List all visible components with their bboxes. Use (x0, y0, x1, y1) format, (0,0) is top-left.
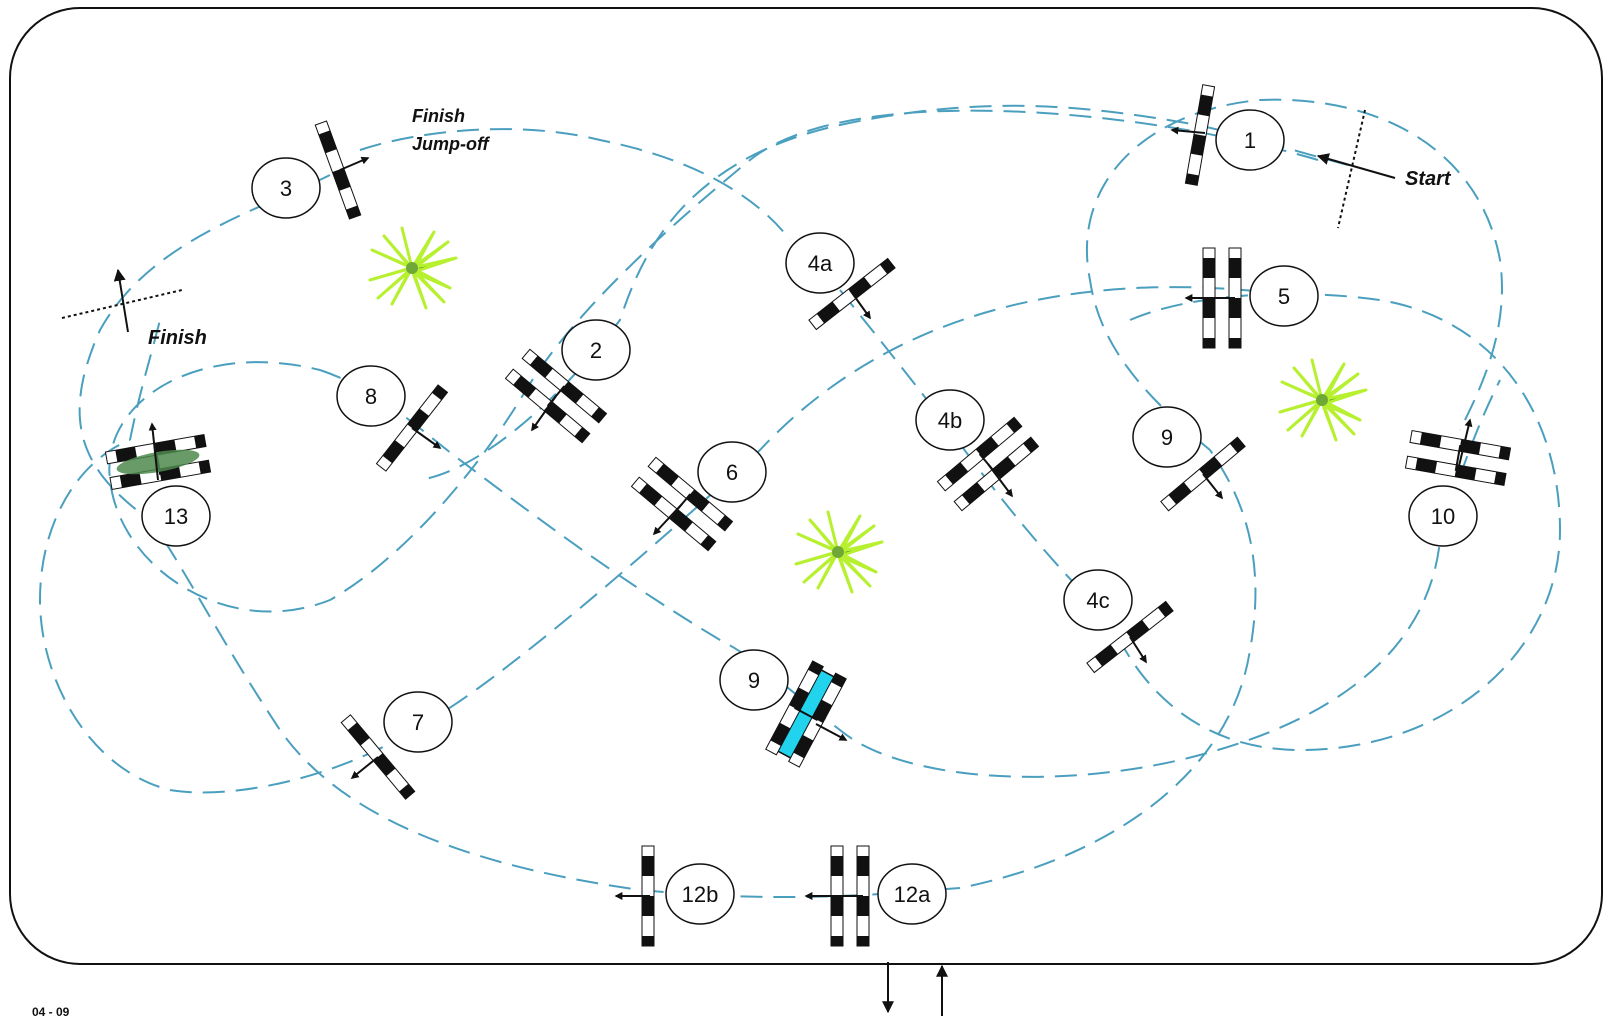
finish-line: Finish (61, 268, 207, 349)
finish-jumpoff-label: Finish Jump-off (412, 106, 491, 154)
svg-text:1: 1 (1244, 128, 1256, 153)
finish-label: Finish (148, 327, 207, 349)
start-line: Start (1316, 109, 1452, 229)
svg-text:8: 8 (365, 384, 377, 409)
obstacle-10: 9 9 10 (1404, 418, 1512, 547)
obstacle-3: 3 (251, 120, 370, 220)
svg-text:13: 13 (164, 504, 188, 529)
obstacle-10-number: 10 (1431, 504, 1455, 529)
obstacle-11: 9 (1132, 406, 1246, 512)
arena-border (9, 7, 1603, 965)
plant-icon (368, 226, 458, 310)
svg-text:4b: 4b (938, 408, 962, 433)
plant-icon (794, 510, 884, 594)
obstacle-8: 8 (336, 365, 449, 472)
svg-text:12a: 12a (894, 882, 931, 907)
svg-text:6: 6 (726, 460, 738, 485)
obstacle-9: 9 9 9 (719, 649, 848, 769)
corner-code: 04 - 09 (32, 1005, 70, 1018)
obstacle-6: 6 (630, 441, 767, 552)
obstacle-4b: 4b (915, 389, 1040, 512)
plant-icon (1278, 358, 1368, 442)
obstacle-9-number: 9 (748, 668, 760, 693)
svg-text:9: 9 (1161, 425, 1173, 450)
obstacle-5: 5 (1184, 247, 1319, 349)
svg-text:12b: 12b (682, 882, 719, 907)
svg-text:3: 3 (280, 176, 292, 201)
svg-text:4c: 4c (1086, 588, 1109, 613)
svg-text:Jump-off: Jump-off (412, 134, 491, 154)
obstacle-13: 13 (104, 422, 212, 547)
svg-text:2: 2 (590, 338, 602, 363)
obstacle-1: 1 (1170, 84, 1285, 186)
course-path (38, 98, 1562, 899)
obstacle-12a: 12a (804, 845, 947, 947)
svg-text:Finish: Finish (412, 106, 465, 126)
svg-text:5: 5 (1278, 284, 1290, 309)
svg-text:7: 7 (412, 710, 424, 735)
entrance-arrows (882, 962, 948, 1016)
obstacle-2: 2 (504, 319, 631, 444)
obstacle-7: 7 (340, 691, 453, 800)
obstacle-4c: 4c (1063, 569, 1174, 674)
start-label: Start (1405, 168, 1452, 190)
obstacle-12b: 12b (614, 845, 735, 947)
svg-text:4a: 4a (808, 251, 833, 276)
obstacle-4a: 4a (785, 232, 896, 331)
